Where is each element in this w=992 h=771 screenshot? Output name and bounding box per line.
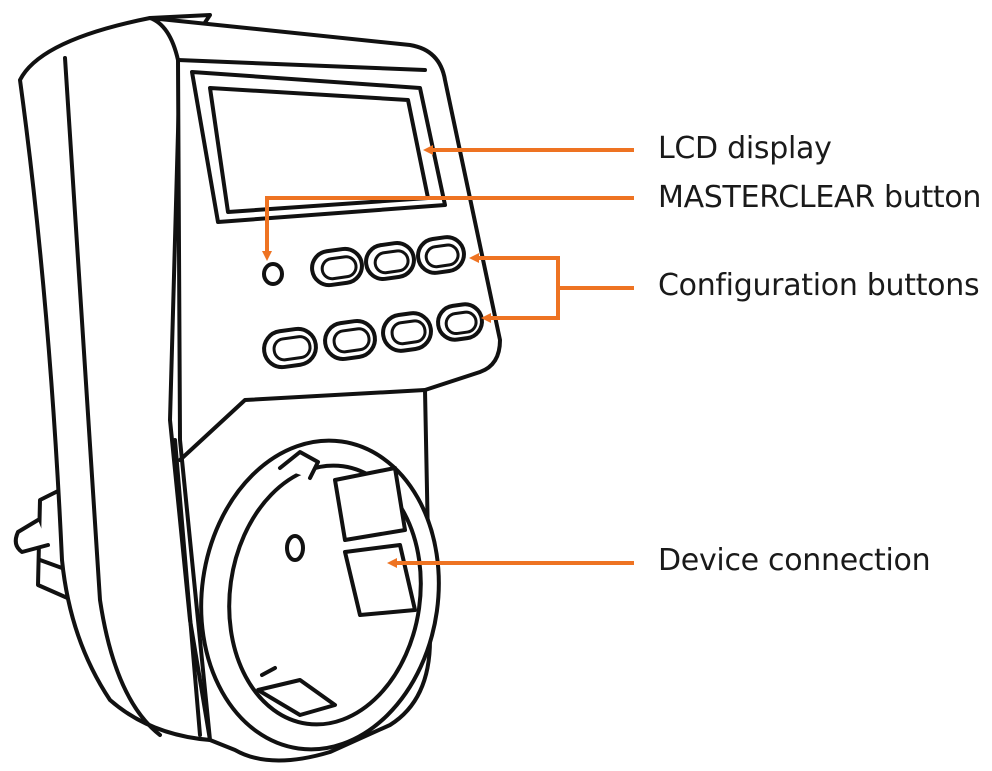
lcd-display-label: LCD display bbox=[658, 131, 832, 166]
masterclear-callout-arrow bbox=[262, 196, 634, 261]
masterclear-button bbox=[262, 262, 284, 286]
masterclear-button-label: MASTERCLEAR button bbox=[658, 180, 982, 215]
config-buttons-top-row bbox=[310, 235, 466, 288]
callout-arrows bbox=[262, 145, 634, 568]
device-connection-label: Device connection bbox=[658, 543, 931, 578]
config-buttons-bottom-row bbox=[262, 302, 484, 370]
lcd-display bbox=[190, 70, 447, 224]
config-callout-arrow-top bbox=[469, 253, 634, 290]
configuration-buttons-label: Configuration buttons bbox=[658, 268, 980, 303]
device-socket bbox=[199, 438, 441, 752]
config-callout-arrow-bottom bbox=[481, 288, 560, 323]
